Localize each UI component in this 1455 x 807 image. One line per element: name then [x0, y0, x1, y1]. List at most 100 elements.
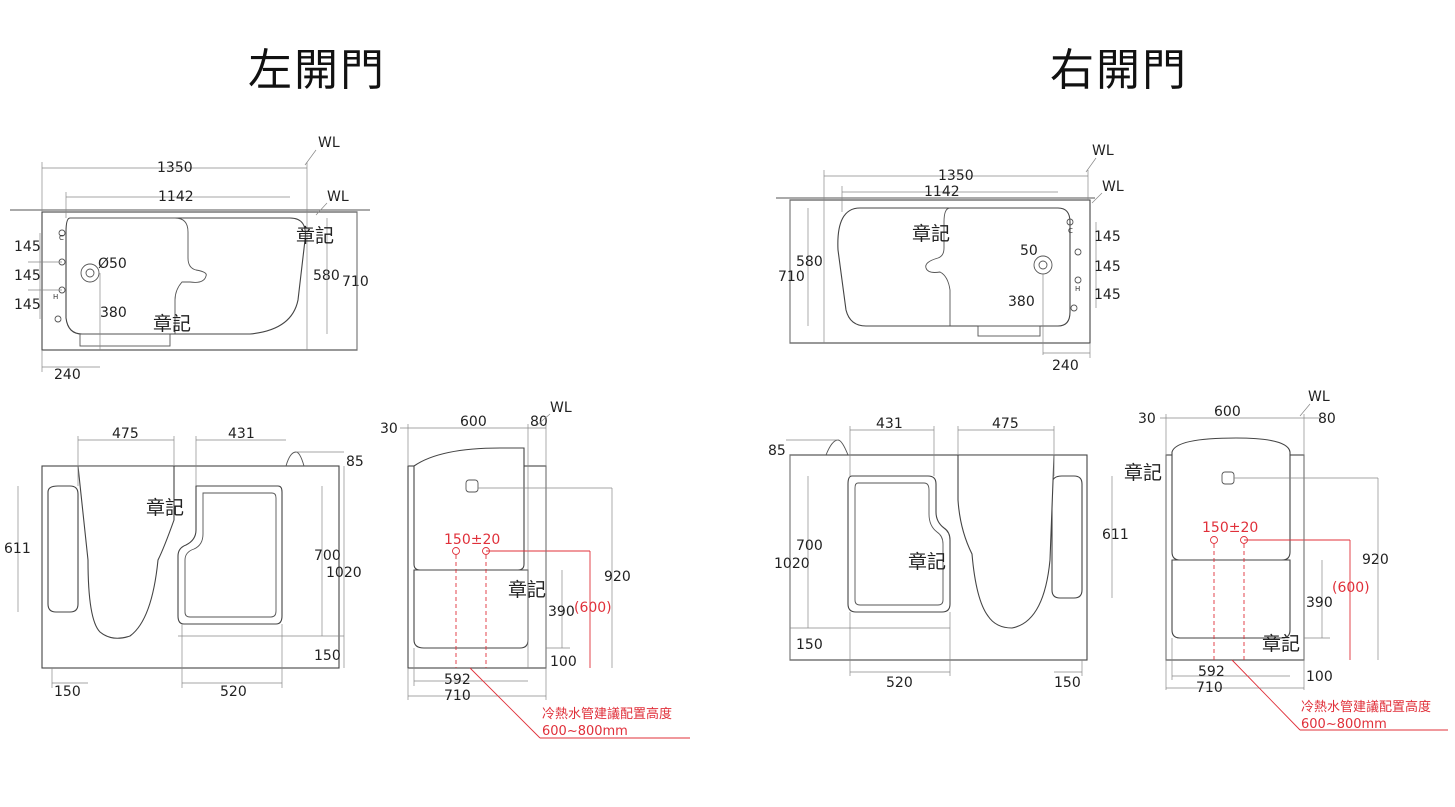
left-dim-240: 240 [54, 367, 81, 383]
right-drain-inner [1038, 260, 1048, 270]
right-dim-710-side: 710 [1196, 680, 1223, 696]
right-dim-380: 380 [1008, 294, 1035, 310]
left-front-wall-curve [77, 465, 175, 639]
right-dim-592: 592 [1198, 664, 1225, 680]
right-note-line1: 冷熱水管建議配置高度 [1301, 699, 1431, 715]
left-dim-600-red: (600) [574, 600, 612, 616]
right-side-stamp-2: 章記 [1262, 633, 1300, 655]
right-valve-3 [1074, 276, 1082, 284]
right-side-seat [1171, 559, 1291, 639]
left-dim-710: 710 [342, 274, 369, 290]
left-wl-top: WL [318, 135, 340, 151]
right-dim-700: 700 [796, 538, 823, 554]
right-dim-920: 920 [1362, 552, 1389, 568]
right-top-stamp: 章記 [912, 223, 950, 245]
left-note-line2: 600~800mm [542, 724, 628, 739]
left-dim-600: 600 [460, 414, 487, 430]
right-dim-240: 240 [1052, 358, 1079, 374]
right-dim-390: 390 [1306, 595, 1333, 611]
left-side-view: 150±20 (600) 30 600 80 WL 920 390 100 59… [380, 400, 690, 739]
left-dim-580: 580 [313, 268, 340, 284]
right-dim-475: 475 [992, 416, 1019, 432]
right-dim-50: 50 [1020, 243, 1038, 259]
left-dim-611: 611 [4, 541, 31, 557]
left-dim-592: 592 [444, 672, 471, 688]
left-door-title: 左開門 [248, 45, 386, 96]
left-dim-431: 431 [228, 426, 255, 442]
left-top-door-edge [70, 217, 207, 334]
left-front-stamp: 章記 [146, 497, 184, 519]
right-front-view: 431 475 85 700 1020 611 150 520 150 章記 [768, 416, 1129, 691]
left-wl-leader-1 [304, 149, 317, 166]
right-door-title: 右開門 [1050, 45, 1188, 96]
right-wl-top: WL [1092, 143, 1114, 159]
right-dim-1350: 1350 [938, 168, 974, 184]
left-dim-145c: 145 [14, 297, 41, 313]
left-pipe-spacing: 150±20 [444, 532, 500, 548]
right-dim-520: 520 [886, 675, 913, 691]
right-dim-145c: 145 [1094, 287, 1121, 303]
left-side-stamp: 章記 [508, 579, 546, 601]
right-note-line2: 600~800mm [1301, 717, 1387, 732]
right-wl-mid: WL [1102, 179, 1124, 195]
right-top-door-base [977, 325, 1041, 337]
right-dim-145b: 145 [1094, 259, 1121, 275]
left-dim-390: 390 [548, 604, 575, 620]
right-dim-80: 80 [1318, 411, 1336, 427]
right-top-door-edge [925, 207, 951, 326]
right-side-back [1171, 437, 1291, 561]
left-side-wl: WL [550, 400, 572, 416]
left-side-wl-leader [535, 413, 551, 427]
left-valve-4 [54, 315, 62, 323]
left-top-basin [65, 217, 306, 335]
right-dim-600: 600 [1214, 404, 1241, 420]
right-dim-431: 431 [876, 416, 903, 432]
right-side-wl: WL [1308, 389, 1330, 405]
right-front-lip [825, 439, 849, 456]
right-side-stamp-1: 章記 [1124, 462, 1162, 484]
left-dim-1142: 1142 [158, 189, 194, 205]
right-top-basin [837, 207, 1071, 327]
right-dim-1142: 1142 [924, 184, 960, 200]
right-dim-30: 30 [1138, 411, 1156, 427]
left-top-view: C H 1350 1142 WL WL 145 145 145 Ø50 380 … [10, 135, 370, 383]
left-front-door-panel [177, 485, 283, 625]
left-drain-inner [85, 268, 95, 278]
left-cold-mark: C [59, 234, 64, 242]
right-front-wall-curve [957, 454, 1055, 629]
left-drain-outer [80, 263, 100, 283]
right-pipe-spacing: 150±20 [1202, 520, 1258, 536]
right-side-view: 150±20 (600) 30 600 80 WL 920 390 100 59… [1124, 389, 1448, 732]
right-dim-611: 611 [1102, 527, 1129, 543]
right-wl-leader-1 [1085, 157, 1097, 173]
left-dim-920: 920 [604, 569, 631, 585]
left-wl-mid: WL [327, 189, 349, 205]
left-dim-100: 100 [550, 654, 577, 670]
right-cold-mark: C [1068, 227, 1073, 235]
left-note-line1: 冷熱水管建議配置高度 [542, 706, 672, 722]
right-valve-1 [1066, 218, 1074, 226]
right-dim-580: 580 [796, 254, 823, 270]
left-side-spout [465, 479, 479, 493]
right-pipe-cold [1210, 536, 1218, 544]
right-dim-1020: 1020 [774, 556, 810, 572]
left-top-door-base [79, 333, 171, 347]
right-front-stamp: 章記 [908, 551, 946, 573]
left-front-view: 475 431 85 611 700 1020 150 150 520 章記 [4, 426, 364, 700]
left-valve-1 [58, 229, 66, 237]
left-dim-85: 85 [346, 454, 364, 470]
left-front-grab-bar [47, 485, 79, 613]
left-dim-710-side: 710 [444, 688, 471, 704]
left-pipe-cold [452, 547, 460, 555]
left-wl-leader-2 [315, 202, 328, 216]
right-side-wl-leader [1299, 403, 1311, 417]
left-dim-80: 80 [530, 414, 548, 430]
right-front-door-panel [847, 475, 951, 613]
right-dim-600-red: (600) [1332, 580, 1370, 596]
left-front-door-inner [184, 492, 277, 618]
right-top-view: C H 1350 1142 WL WL 580 710 50 380 145 1… [776, 143, 1124, 374]
left-dim-150b: 150 [54, 684, 81, 700]
left-dim-dia50: Ø50 [98, 256, 127, 272]
right-dim-85: 85 [768, 443, 786, 459]
